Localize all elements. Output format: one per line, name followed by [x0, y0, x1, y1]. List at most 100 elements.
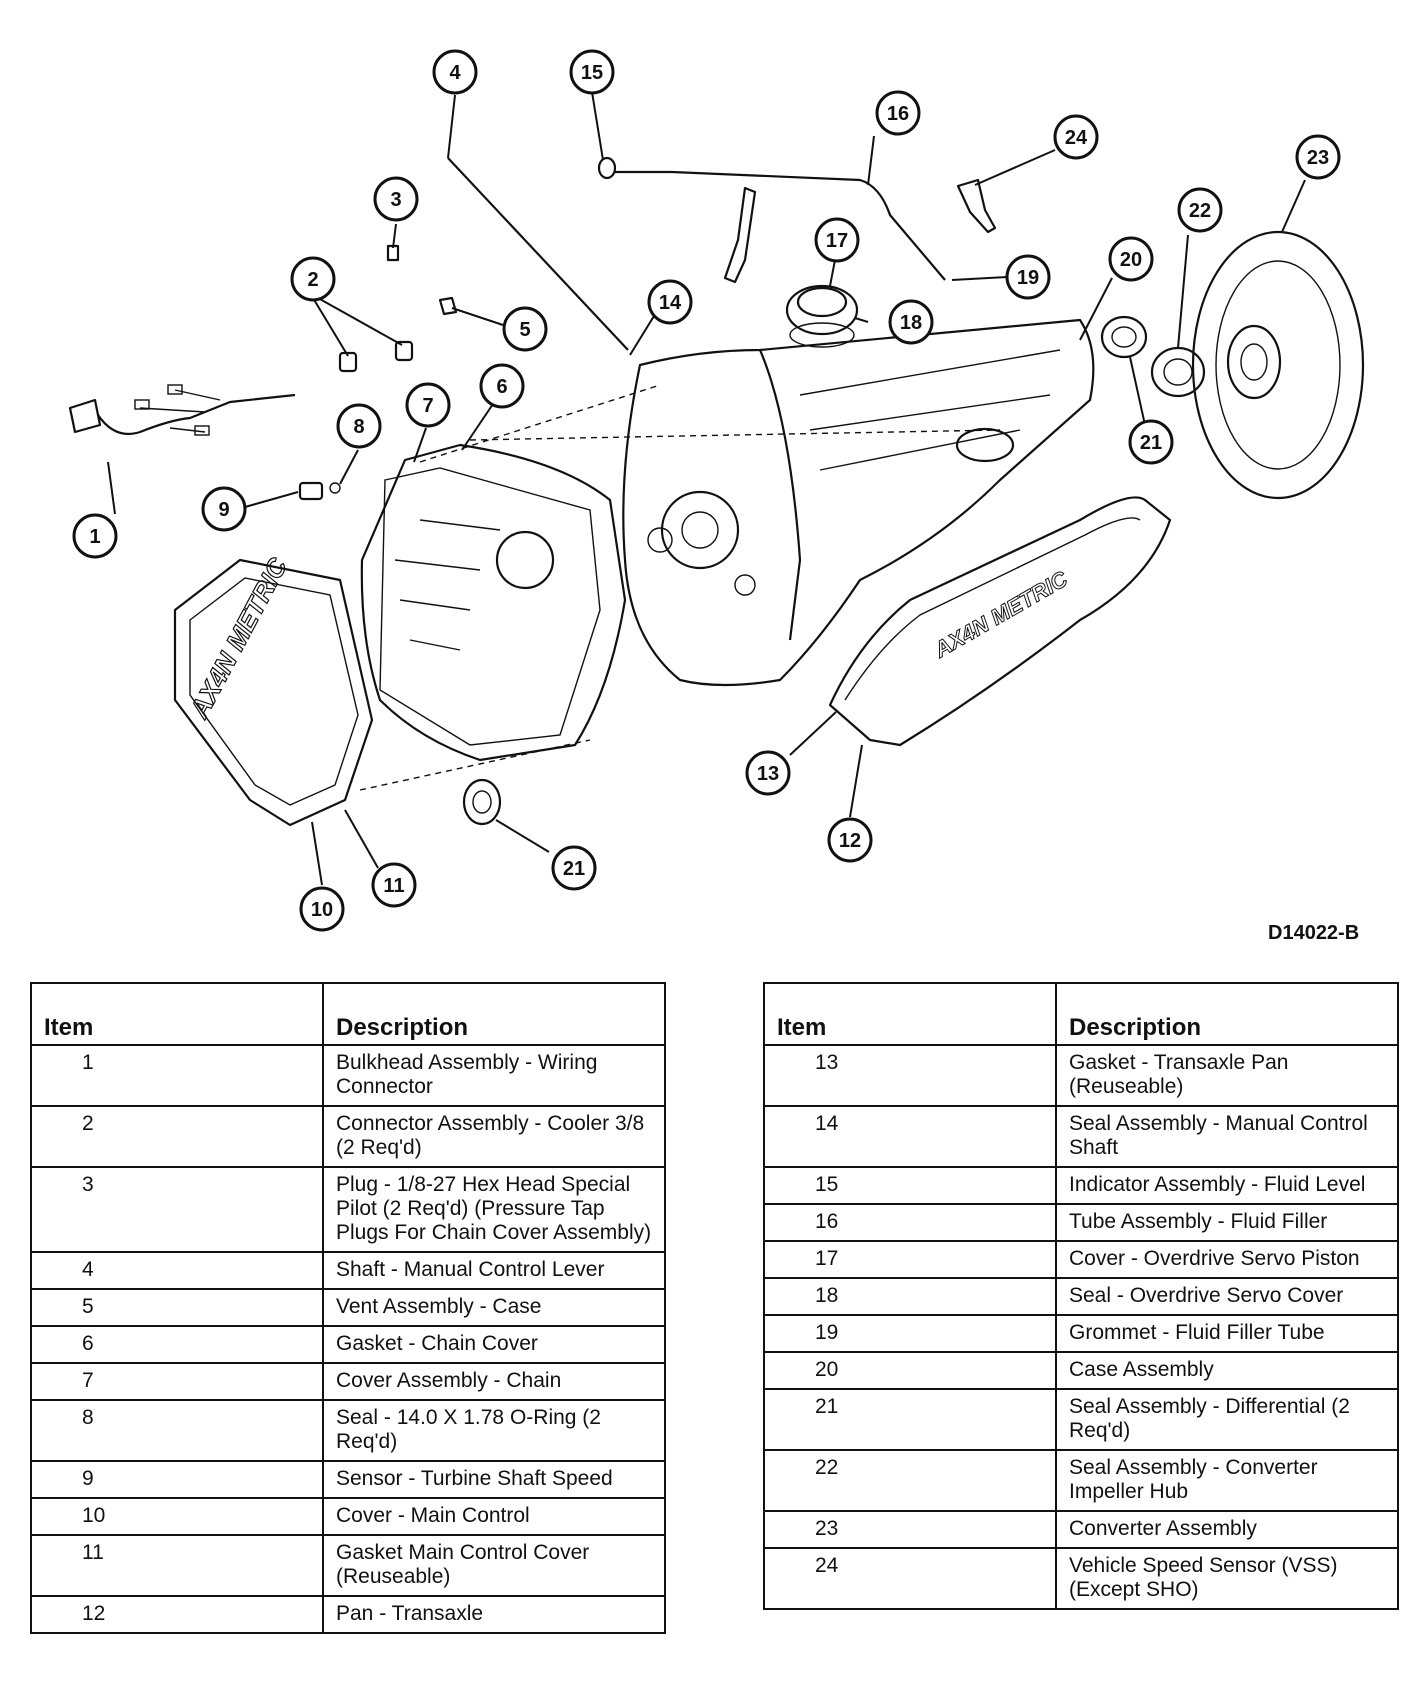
svg-text:12: 12	[839, 830, 861, 852]
item-description: Connector Assembly - Cooler 3/8 (2 Req'd…	[322, 1105, 666, 1168]
item-description: Vehicle Speed Sensor (VSS) (Except SHO)	[1055, 1547, 1399, 1610]
item-number: 23	[763, 1510, 1057, 1549]
item-number: 5	[30, 1288, 324, 1327]
item-number: 13	[763, 1044, 1057, 1107]
item-description: Shaft - Manual Control Lever	[322, 1251, 666, 1290]
callout-19: 19	[1005, 254, 1051, 300]
item-description: Seal Assembly - Differential (2 Req'd)	[1055, 1388, 1399, 1451]
callout-22: 22	[1177, 187, 1223, 233]
item-number: 20	[763, 1351, 1057, 1390]
callout-18: 18	[888, 299, 934, 345]
leader-lines	[107, 91, 1306, 886]
part-overdrive-servo-cover	[785, 284, 859, 348]
item-number: 15	[763, 1166, 1057, 1205]
callout-15: 15	[569, 49, 615, 95]
svg-text:15: 15	[581, 62, 603, 84]
svg-text:21: 21	[1140, 432, 1162, 454]
svg-text:21: 21	[563, 858, 585, 880]
exploded-view-diagram: AX4N METRIC AX4N METRIC	[68, 49, 1365, 932]
pan-marking-left: AX4N METRIC	[183, 552, 293, 724]
callout-12: 12	[827, 817, 873, 863]
svg-text:18: 18	[900, 312, 922, 334]
svg-text:23: 23	[1307, 147, 1329, 169]
item-number: 2	[30, 1105, 324, 1168]
callout-2: 2	[290, 256, 336, 302]
item-number: 17	[763, 1240, 1057, 1279]
figure-id: D14022-B	[1268, 922, 1360, 944]
callout-21-bottom: 21	[551, 845, 597, 891]
item-number: 12	[30, 1595, 324, 1634]
item-number: 1	[30, 1044, 324, 1107]
callout-4: 4	[432, 49, 478, 95]
callout-7: 7	[405, 382, 451, 428]
svg-text:16: 16	[887, 103, 909, 125]
item-description: Seal Assembly - Manual Control Shaft	[1055, 1105, 1399, 1168]
item-description: Cover - Overdrive Servo Piston	[1055, 1240, 1399, 1279]
item-number: 11	[30, 1534, 324, 1597]
column-header-item: Item	[30, 982, 324, 1046]
column-header-description: Description	[1055, 982, 1399, 1046]
item-description: Cover - Main Control	[322, 1497, 666, 1536]
callout-11: 11	[371, 862, 417, 908]
item-description: Bulkhead Assembly - Wiring Connector	[322, 1044, 666, 1107]
svg-text:9: 9	[218, 499, 229, 521]
part-cooler-connectors	[338, 340, 414, 373]
part-fluid-level-indicator	[597, 156, 946, 284]
part-transaxle-pan: AX4N METRIC	[828, 496, 1172, 747]
item-description: Seal - Overdrive Servo Cover	[1055, 1277, 1399, 1316]
item-number: 3	[30, 1166, 324, 1253]
callout-16: 16	[875, 90, 921, 136]
item-number: 18	[763, 1277, 1057, 1316]
part-plug	[386, 244, 400, 262]
part-seals-right	[1100, 315, 1206, 398]
item-number: 14	[763, 1105, 1057, 1168]
column-header-item: Item	[763, 982, 1057, 1046]
item-description: Vent Assembly - Case	[322, 1288, 666, 1327]
svg-text:22: 22	[1189, 200, 1211, 222]
item-number: 22	[763, 1449, 1057, 1512]
callout-24: 24	[1053, 114, 1099, 160]
part-manual-control-shaft	[447, 157, 629, 351]
callout-5: 5	[502, 306, 548, 352]
item-description: Grommet - Fluid Filler Tube	[1055, 1314, 1399, 1353]
svg-text:20: 20	[1120, 249, 1142, 271]
svg-text:14: 14	[659, 292, 682, 314]
item-number: 4	[30, 1251, 324, 1290]
callout-14: 14	[647, 279, 693, 325]
callout-17: 17	[814, 217, 860, 263]
callout-20: 20	[1108, 236, 1154, 282]
item-description: Indicator Assembly - Fluid Level	[1055, 1166, 1399, 1205]
callout-23: 23	[1295, 134, 1341, 180]
svg-text:19: 19	[1017, 267, 1039, 289]
item-number: 7	[30, 1362, 324, 1401]
svg-text:8: 8	[353, 416, 364, 438]
callout-8: 8	[336, 403, 382, 449]
item-number: 6	[30, 1325, 324, 1364]
column-header-description: Description	[322, 982, 666, 1046]
callout-13: 13	[745, 750, 791, 796]
svg-text:11: 11	[383, 875, 404, 897]
callout-1: 1	[72, 513, 118, 559]
callout-9: 9	[201, 486, 247, 532]
part-bulkhead-wiring-connector	[68, 384, 296, 436]
item-description: Seal - 14.0 X 1.78 O-Ring (2 Req'd)	[322, 1399, 666, 1462]
item-number: 16	[763, 1203, 1057, 1242]
